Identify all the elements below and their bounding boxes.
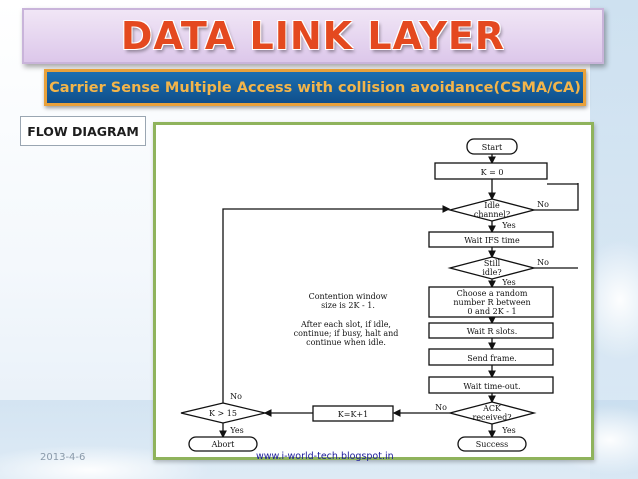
ack-yes: Yes [501, 426, 515, 435]
success-node [457, 436, 527, 452]
idle-channel-no: No [537, 200, 549, 209]
k-check-no: No [230, 392, 242, 401]
send-frame-label: Send frame. [467, 354, 516, 363]
still-idle-line1: Still [484, 259, 501, 268]
start-label: Start [482, 143, 503, 152]
wait-ifs-node [428, 231, 554, 248]
ack-no: No [435, 403, 447, 412]
wait-timeout-node [428, 376, 554, 394]
k-init-label: K = 0 [481, 168, 504, 177]
flow-diagram-frame: Start K = 0 Idle channel? Wait IFS time … [153, 122, 594, 460]
footer-url[interactable]: www.i-world-tech.blogspot.in [256, 451, 394, 462]
slide-subtitle: Carrier Sense Multiple Access with colli… [49, 79, 581, 96]
k-check-yes: Yes [229, 426, 243, 435]
wait-timeout-label: Wait time-out. [463, 382, 520, 391]
choose-random-line1: Choose a random [457, 289, 528, 298]
note-contention-line1: Contention window [309, 292, 388, 301]
note-contention-line2: size is 2K - 1. [321, 301, 375, 310]
send-frame-node [428, 348, 554, 366]
abort-node [188, 436, 258, 452]
idle-channel-line1: Idle [484, 201, 500, 210]
subtitle-banner: Carrier Sense Multiple Access with colli… [44, 69, 586, 106]
still-idle-no: No [537, 258, 549, 267]
wait-r-label: Wait R slots. [467, 327, 518, 336]
ack-line2: received? [473, 413, 512, 422]
idle-channel-line2: channel? [474, 210, 510, 219]
wait-ifs-label: Wait IFS time [464, 236, 520, 245]
section-label: FLOW DIAGRAM [20, 116, 146, 146]
abort-label: Abort [211, 440, 236, 449]
choose-random-node [428, 286, 554, 318]
ack-line1: ACK [482, 404, 502, 413]
csma-ca-flowchart: Start K = 0 Idle channel? Wait IFS time … [180, 138, 579, 452]
title-banner: DATA LINK LAYER [22, 8, 604, 64]
still-idle-yes: Yes [501, 278, 515, 287]
idle-channel-yes: Yes [501, 221, 515, 230]
k-init-node [434, 162, 548, 180]
k-increment-label: K=K+1 [338, 410, 368, 419]
k-check-label: K > 15 [209, 409, 237, 418]
note-slots-line1: After each slot, if idle, [300, 320, 391, 329]
slide-title: DATA LINK LAYER [120, 14, 506, 58]
wait-r-node [428, 322, 554, 339]
note-slots-line2: continue; if busy, halt and [294, 329, 399, 338]
footer-date: 2013-4-6 [40, 452, 86, 463]
success-label: Success [476, 440, 509, 449]
still-idle-line2: idle? [482, 268, 501, 277]
note-slots-line3: continue when idle. [306, 338, 386, 347]
choose-random-line2: number R between [453, 298, 530, 307]
choose-random-line3: 0 and 2K - 1 [467, 307, 516, 316]
